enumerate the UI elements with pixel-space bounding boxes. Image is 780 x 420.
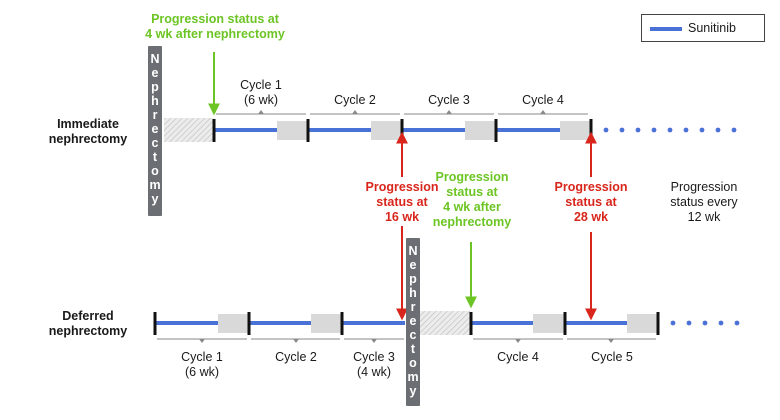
off-treatment-block bbox=[311, 314, 342, 333]
immediate-cycle-2-label: Cycle 2 bbox=[334, 93, 376, 107]
deferred-cycle-4-label: Cycle 4 bbox=[497, 350, 539, 364]
off-treatment-block bbox=[218, 314, 249, 333]
immediate-cycle-4-label: Cycle 4 bbox=[522, 93, 564, 107]
green-annotation-deferred: Progression status at 4 wk after nephrec… bbox=[432, 170, 512, 229]
off-treatment-block bbox=[627, 314, 658, 333]
continuation-dots bbox=[603, 127, 737, 133]
annotation-every-12wk: Progression status every 12 wk bbox=[670, 180, 738, 224]
off-treatment-block bbox=[465, 121, 496, 140]
sunitinib-swatch bbox=[650, 27, 682, 31]
immediate-cycle-3-label: Cycle 3 bbox=[428, 93, 470, 107]
row-label-deferred: Deferred nephrectomy bbox=[48, 309, 128, 338]
off-treatment-block bbox=[560, 121, 591, 140]
deferred-cycle-3-label: Cycle 3 (4 wk) bbox=[353, 350, 395, 379]
green-annotation-immediate: Progression status at 4 wk after nephrec… bbox=[145, 12, 285, 41]
off-treatment-block bbox=[533, 314, 564, 333]
recovery-period bbox=[164, 118, 214, 142]
deferred-cycle-1-label: Cycle 1 (6 wk) bbox=[181, 350, 223, 379]
bracket-ticks bbox=[199, 339, 614, 343]
red-annotation-16wk: Progression status at 16 wk bbox=[365, 180, 439, 224]
immediate-cycle-1-label: Cycle 1 (6 wk) bbox=[240, 78, 282, 107]
row-label-immediate: Immediate nephrectomy bbox=[48, 117, 128, 146]
deferred-cycle-5-label: Cycle 5 bbox=[591, 350, 633, 364]
legend-label: Sunitinib bbox=[688, 21, 736, 35]
immediate-timeline bbox=[164, 110, 737, 142]
off-treatment-block bbox=[277, 121, 308, 140]
legend: Sunitinib bbox=[641, 14, 765, 42]
bracket-ticks bbox=[258, 110, 546, 114]
red-annotation-28wk: Progression status at 28 wk bbox=[554, 180, 628, 224]
recovery-period bbox=[420, 311, 470, 335]
continuation-dots bbox=[670, 320, 740, 326]
deferred-cycle-2-label: Cycle 2 bbox=[275, 350, 317, 364]
off-treatment-block bbox=[371, 121, 402, 140]
deferred-timeline bbox=[153, 311, 740, 343]
